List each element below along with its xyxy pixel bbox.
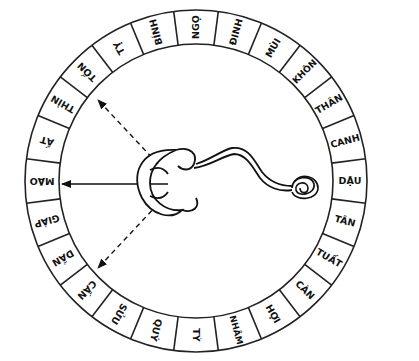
direction-label: DẦN xyxy=(50,248,75,268)
sector-divider xyxy=(305,77,332,98)
direction-label: DẬU xyxy=(339,176,362,186)
direction-label: BÍNH xyxy=(148,18,164,46)
direction-label: KHÔN xyxy=(291,58,319,86)
sector-divider xyxy=(38,116,69,129)
direction-label: NGỌ xyxy=(191,15,201,39)
direction-label: ẤT xyxy=(39,135,55,148)
knot-symbol xyxy=(292,176,318,198)
direction-label: MÙI xyxy=(264,36,283,59)
direction-label: QUÝ xyxy=(149,318,164,342)
sector-divider xyxy=(131,308,144,339)
sector-divider xyxy=(92,290,113,317)
direction-label: THÂN xyxy=(314,92,345,115)
dashed-arrow xyxy=(98,204,158,268)
solid-arrow xyxy=(62,183,168,185)
sector-divider xyxy=(174,317,178,351)
direction-label: THÌN xyxy=(49,93,76,114)
direction-label: MÃO xyxy=(30,176,55,186)
inner-circle xyxy=(59,44,333,318)
sector-divider xyxy=(60,264,87,285)
sector-divider xyxy=(131,23,144,54)
sector-divider xyxy=(38,233,69,246)
direction-label: CẤN xyxy=(76,279,98,301)
outer-circle xyxy=(25,10,367,352)
direction-label: ĐINH xyxy=(228,18,244,47)
sector-divider xyxy=(323,233,354,246)
sector-divider xyxy=(248,23,261,54)
sector-divider xyxy=(26,159,60,163)
direction-label: TÝ xyxy=(191,328,201,341)
sector-divider xyxy=(279,45,300,72)
direction-label: SỬU xyxy=(109,302,128,326)
sector-divider xyxy=(214,11,218,45)
sector-divider xyxy=(174,11,178,45)
cup-figure xyxy=(137,148,292,216)
sector-divider xyxy=(323,116,354,129)
direction-label: TÂN xyxy=(333,214,356,229)
direction-label: CÀN xyxy=(294,279,316,301)
sector-divider xyxy=(279,290,300,317)
sector-divider xyxy=(248,308,261,339)
direction-label: TỐN xyxy=(76,61,99,84)
direction-label: TỴ xyxy=(112,39,127,55)
sector-divider xyxy=(305,264,332,285)
direction-label: GIÁP xyxy=(34,213,61,229)
dashed-arrow xyxy=(98,100,158,164)
compass-ring xyxy=(25,10,367,352)
sector-divider xyxy=(332,159,366,163)
direction-label: NHÂM xyxy=(228,314,244,345)
direction-label: HỢI xyxy=(264,303,282,325)
sector-divider xyxy=(332,199,366,203)
sector-divider xyxy=(60,77,87,98)
sector-divider xyxy=(214,317,218,351)
sector-divider xyxy=(92,45,113,72)
sector-divider xyxy=(26,199,60,203)
direction-label: TUẤT xyxy=(315,247,344,269)
direction-label: CANH xyxy=(329,133,360,150)
